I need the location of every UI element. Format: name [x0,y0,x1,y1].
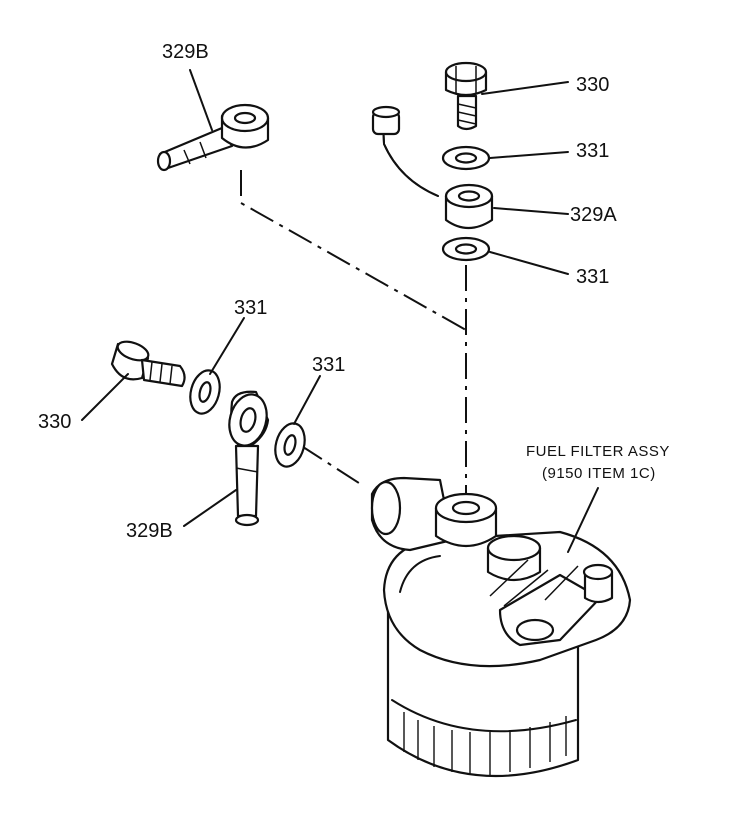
label-331-left-2: 331 [312,354,345,376]
banjo-329B-bottom [228,390,270,527]
filter-bowl-ribs [403,712,567,775]
label-assy-line1: FUEL FILTER ASSY [526,443,670,460]
washer-331-left-1 [189,369,221,415]
explode-line-top-banjo [240,170,467,331]
labels: 329B 330 331 329A 331 331 331 330 329B F… [38,41,670,542]
bolt-330-top [444,61,488,131]
washer-331-top-1 [441,145,491,171]
explode-line-side-port [299,444,363,486]
label-331-left-1: 331 [234,297,267,319]
label-331-top-1: 331 [576,140,609,162]
label-329B-bottom: 329B [126,520,173,542]
label-329B-top: 329B [162,41,209,63]
leader-lines [81,69,599,553]
banjo-329B-top [156,103,270,172]
explode-lines [240,170,467,505]
filter-right-stud [583,570,614,604]
label-329A: 329A [570,204,617,226]
fuel-filter-assy [370,476,632,778]
label-331-top-2: 331 [576,266,609,288]
washer-331-left-2 [274,422,306,468]
banjo-329A [371,105,494,230]
label-330-left: 330 [38,411,71,433]
bolt-330-left [110,340,186,388]
washer-331-top-2 [441,236,491,262]
label-assy-line2: (9150 ITEM 1C) [542,465,656,482]
label-330-top: 330 [576,74,609,96]
